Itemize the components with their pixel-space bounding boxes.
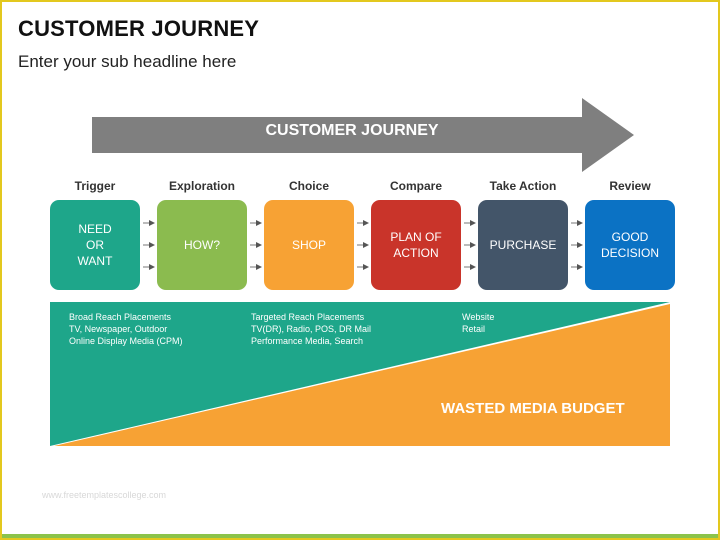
stage-label-exploration: Exploration [168,179,235,193]
stage-box-purchase: PURCHASE [478,200,568,290]
wasted-budget-label: WASTED MEDIA BUDGET [441,400,625,417]
placement-group-owned: Website Retail [462,311,494,335]
placement-line: Online Display Media (CPM) [69,336,183,346]
stage-label-review: Review [609,179,651,193]
placement-line: Targeted Reach Placements [251,312,365,322]
page-title: CUSTOMER JOURNEY [18,16,260,41]
placement-line: TV, Newspaper, Outdoor [69,324,168,334]
stage-box-how: HOW? [157,200,247,290]
page-subtitle: Enter your sub headline here [18,52,237,71]
stage-label-take-action: Take Action [489,179,557,193]
journey-arrow [92,98,634,172]
placement-line: TV(DR), Radio, POS, DR Mail [251,324,372,334]
media-budget-graphic [50,302,670,446]
journey-arrow-shape [92,98,634,172]
stage-box-plan-of-action: PLAN OF ACTION [371,200,461,290]
stage-box-shop: SHOP [264,200,354,290]
placement-line: Website [462,312,495,322]
placement-group-broad: Broad Reach Placements TV, Newspaper, Ou… [69,311,183,347]
placement-line: Broad Reach Placements [69,312,172,322]
stage-label-compare: Compare [389,179,442,193]
stage-box-good-decision: GOOD DECISION [585,200,675,290]
placement-line: Retail [462,324,486,334]
wasted-budget-area [54,304,670,446]
journey-arrow-label: CUSTOMER JOURNEY [265,122,439,139]
placement-group-targeted: Targeted Reach Placements TV(DR), Radio,… [251,311,371,347]
media-placement-area [50,302,670,446]
stage-box-need-or-want: NEED OR WANT [50,200,140,290]
watermark-text: www.freetemplatescollege.com [42,490,167,500]
placement-line: Performance Media, Search [251,336,364,346]
bottom-accent-bar [2,534,718,538]
stage-label-choice: Choice [288,179,329,193]
stage-label-trigger: Trigger [74,179,116,193]
